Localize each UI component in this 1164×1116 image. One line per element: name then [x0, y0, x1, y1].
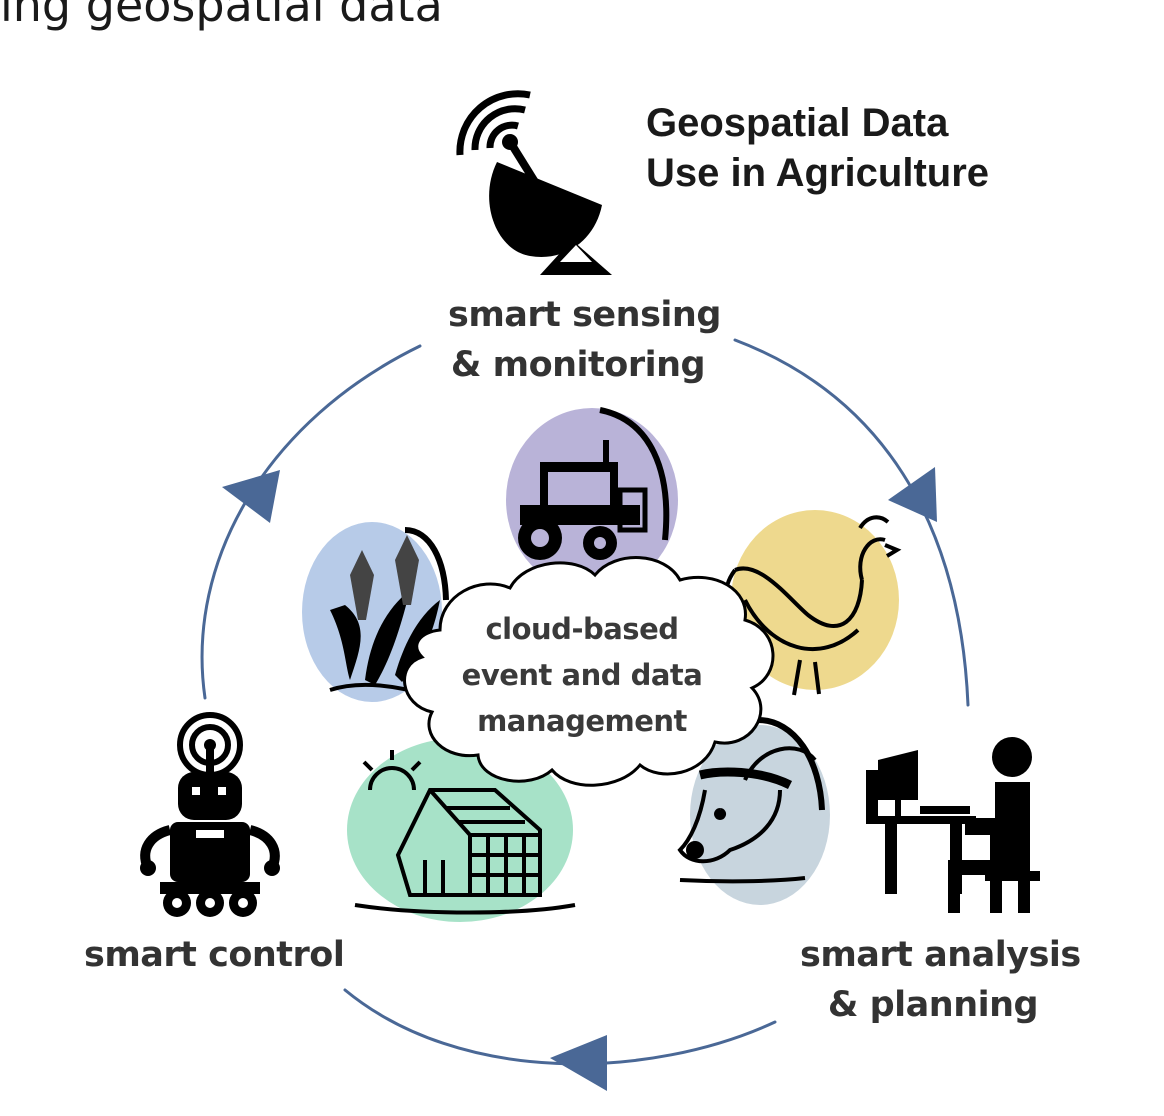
title-line-1: Geospatial Data [646, 101, 949, 145]
node-label-analysis-line-2: & planning [827, 985, 1039, 1025]
rooster-circle [731, 510, 899, 690]
node-label-sensing-line-2: & monitoring [450, 345, 706, 385]
node-label-analysis: smart analysis & planning [800, 930, 1081, 1030]
cow-icon [677, 717, 825, 884]
center-label-line-3: management [477, 704, 687, 738]
arrowhead-left [222, 470, 280, 523]
arc-sensing-to-analysis [733, 338, 970, 707]
node-label-control: smart control [84, 930, 345, 980]
node-label-sensing-line-1: smart sensing [448, 295, 721, 335]
diagram-title: Geospatial Data Use in Agriculture [646, 98, 989, 198]
person-at-computer-icon [866, 737, 1040, 913]
node-label-analysis-line-1: smart analysis [800, 935, 1081, 975]
center-label: cloud-based event and data management [437, 606, 727, 744]
robot-icon [140, 712, 280, 917]
arrowheads [222, 467, 937, 1091]
greenhouse-icon [354, 750, 576, 915]
cloud-icon [403, 556, 775, 787]
page-header: ing geospatial data [0, 0, 443, 32]
arrowhead-bottom [550, 1035, 607, 1091]
center-label-line-2: event and data [461, 658, 703, 692]
title-line-2: Use in Agriculture [646, 151, 990, 195]
tractor-icon [518, 407, 670, 560]
satellite-dish-icon [456, 90, 612, 275]
arc-analysis-to-control [343, 988, 777, 1066]
center-label-line-1: cloud-based [485, 612, 679, 646]
node-label-control-line-1: smart control [84, 935, 345, 975]
arrowhead-right [888, 467, 937, 522]
node-label-sensing: smart sensing & monitoring [448, 290, 721, 390]
